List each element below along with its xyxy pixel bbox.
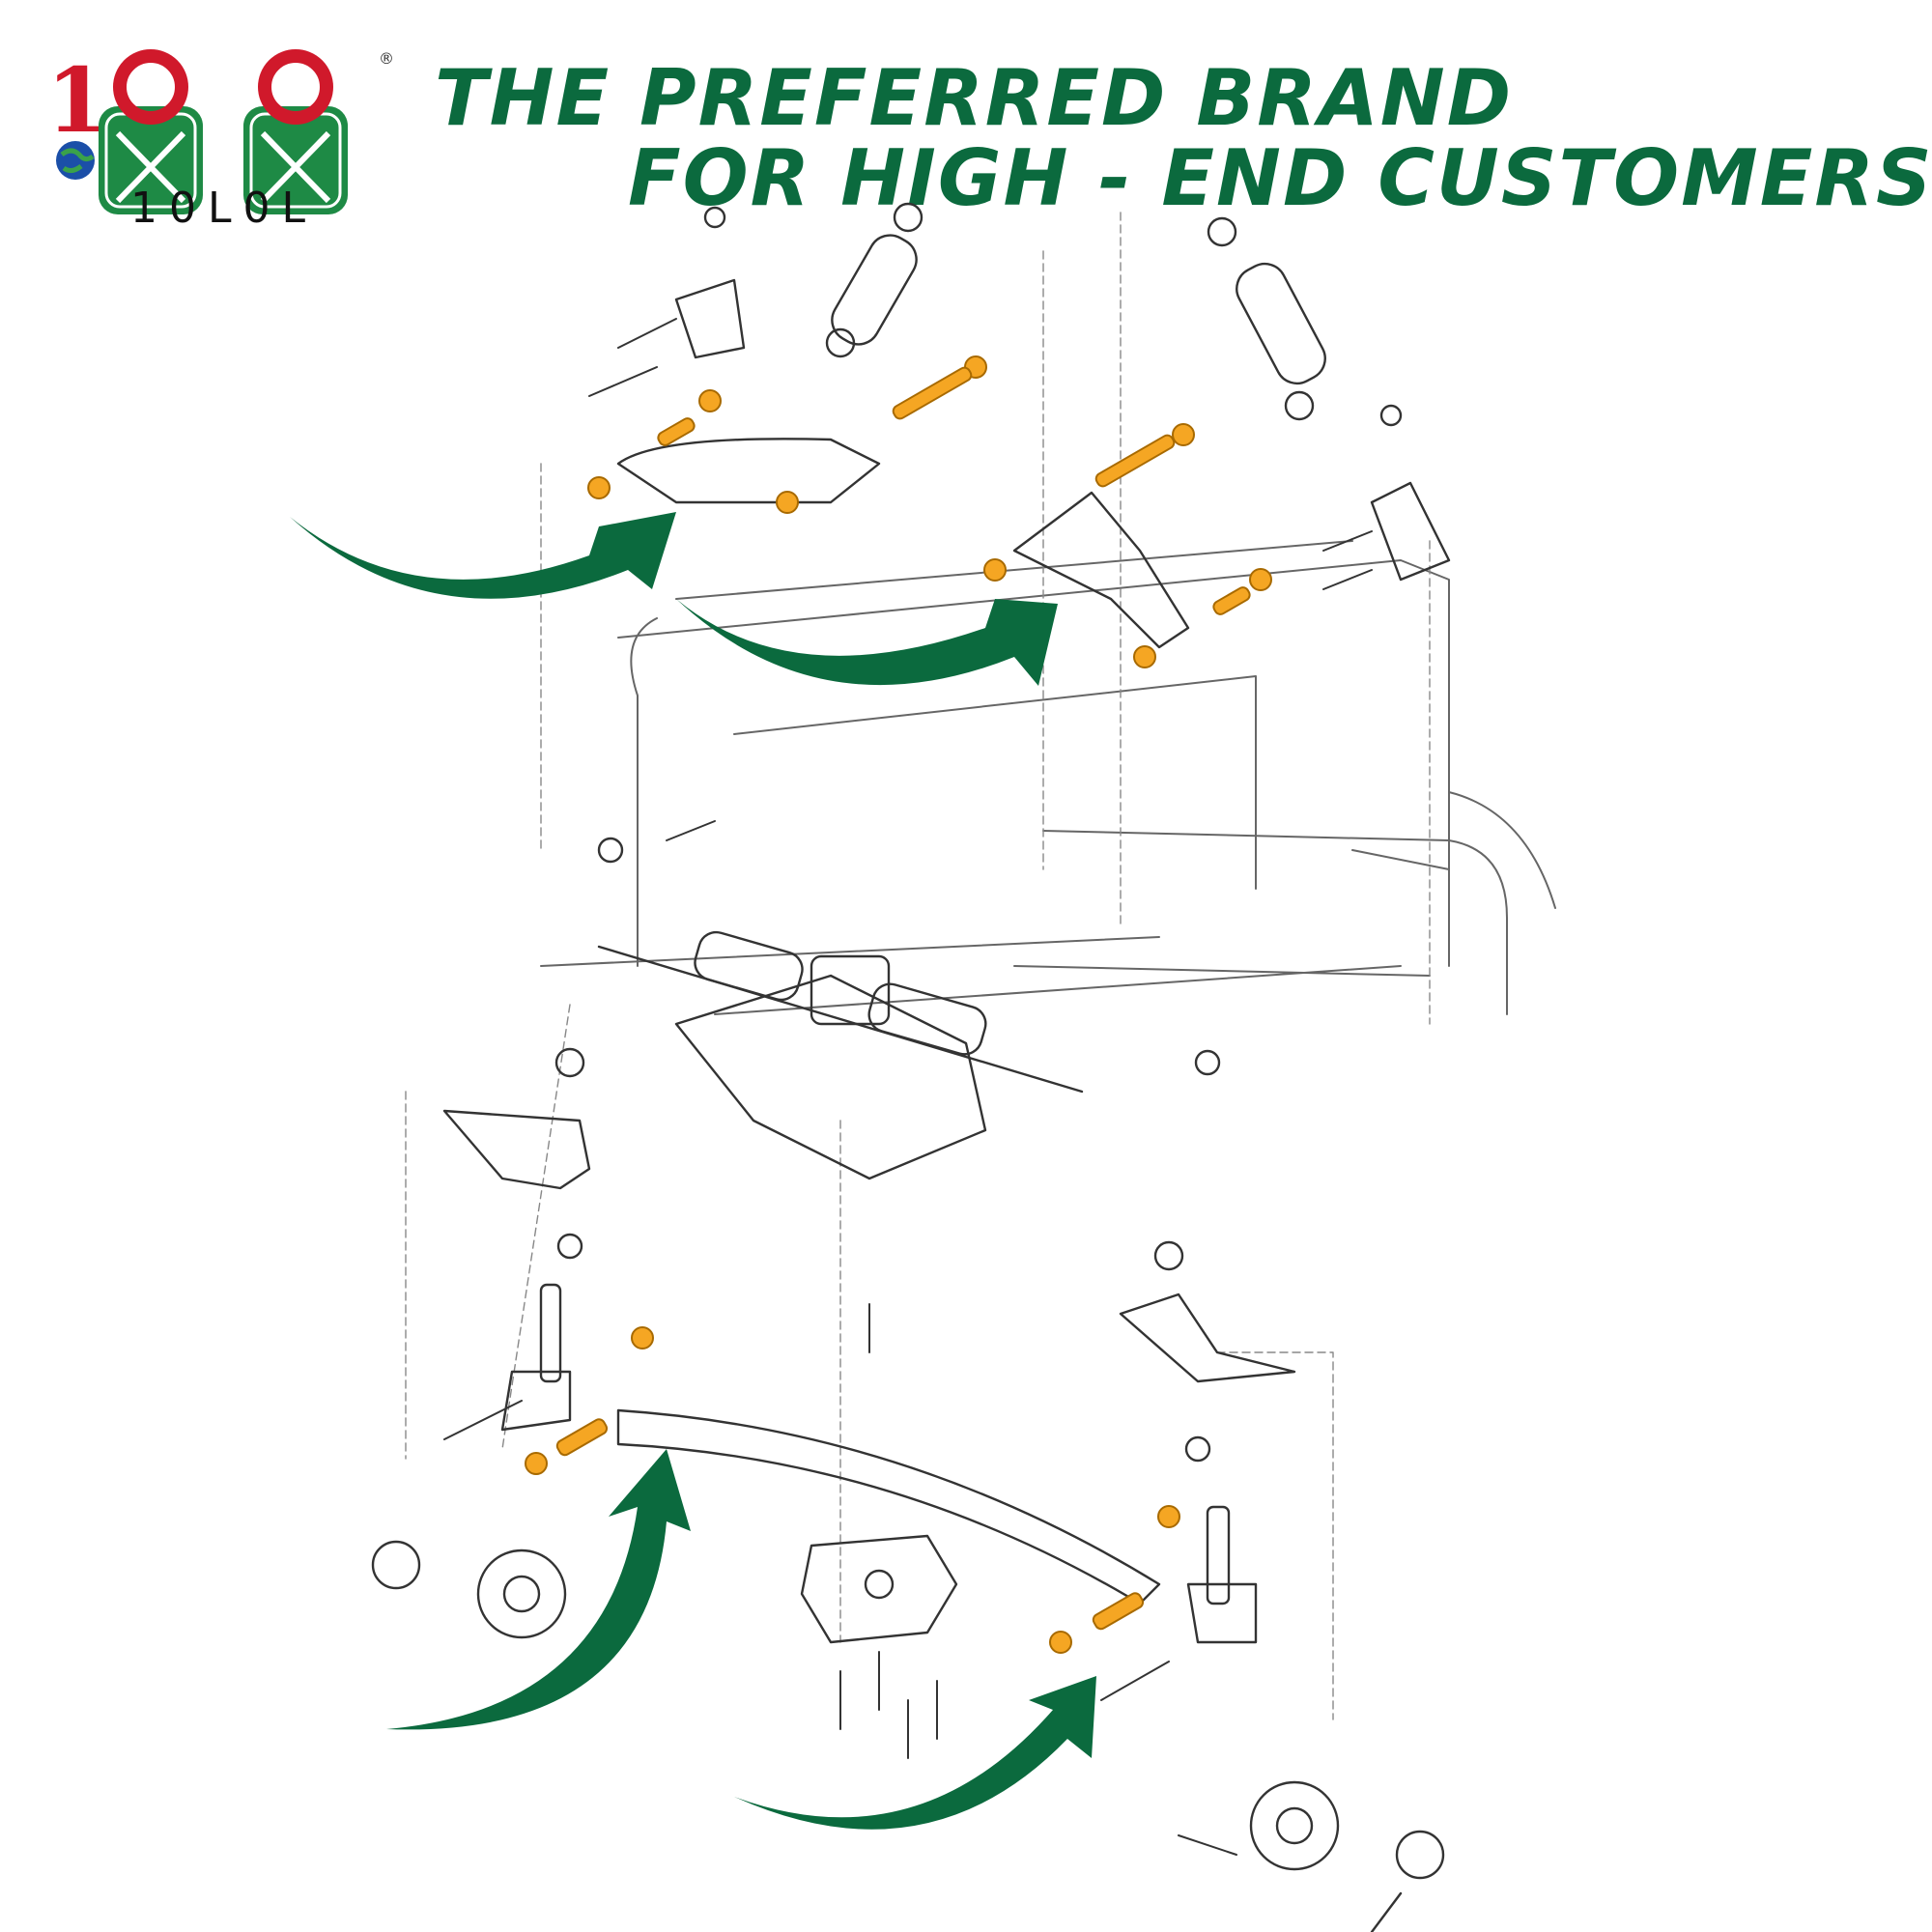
bracket-top-right (1370, 481, 1451, 582)
steering-rack (597, 930, 1084, 1094)
brand-name: 10L0L (130, 184, 318, 233)
arrow-upper-left (290, 512, 676, 599)
headline-line-2: FOR HIGH - END CUSTOMERS (628, 133, 1932, 223)
headline: THE PREFERRED BRAND FOR HIGH - END CUSTO… (0, 0, 1932, 232)
shock-absorber-left (825, 202, 923, 358)
washers (554, 206, 1403, 1463)
arrow-lower-right (734, 1676, 1096, 1830)
hub-right (1249, 1780, 1445, 1932)
svg-text:1: 1 (46, 48, 108, 153)
registered-mark: ® (379, 49, 394, 68)
arrow-upper-right (676, 599, 1058, 686)
headline-line-1: THE PREFERRED BRAND (435, 53, 1514, 143)
pointer-arrows (290, 512, 1096, 1830)
guide-lines (405, 212, 1431, 1720)
center-mount-plate (800, 1534, 958, 1644)
bolts (443, 318, 1373, 1856)
upper-control-arm-right (1012, 491, 1190, 649)
shock-absorber-right (1207, 216, 1326, 421)
arrow-lower-left (386, 1449, 691, 1730)
bushings-highlighted (525, 355, 1272, 1654)
hub-left (371, 1540, 567, 1639)
knuckle-left (442, 1109, 591, 1432)
knuckle-right (1119, 1293, 1296, 1644)
brand-logo: 1 ® (39, 46, 406, 240)
brand-logo-mark: 1 ® (46, 48, 394, 214)
bracket-top-left (674, 278, 746, 359)
upper-control-arm-left (616, 438, 881, 504)
crossmember (674, 974, 987, 1180)
